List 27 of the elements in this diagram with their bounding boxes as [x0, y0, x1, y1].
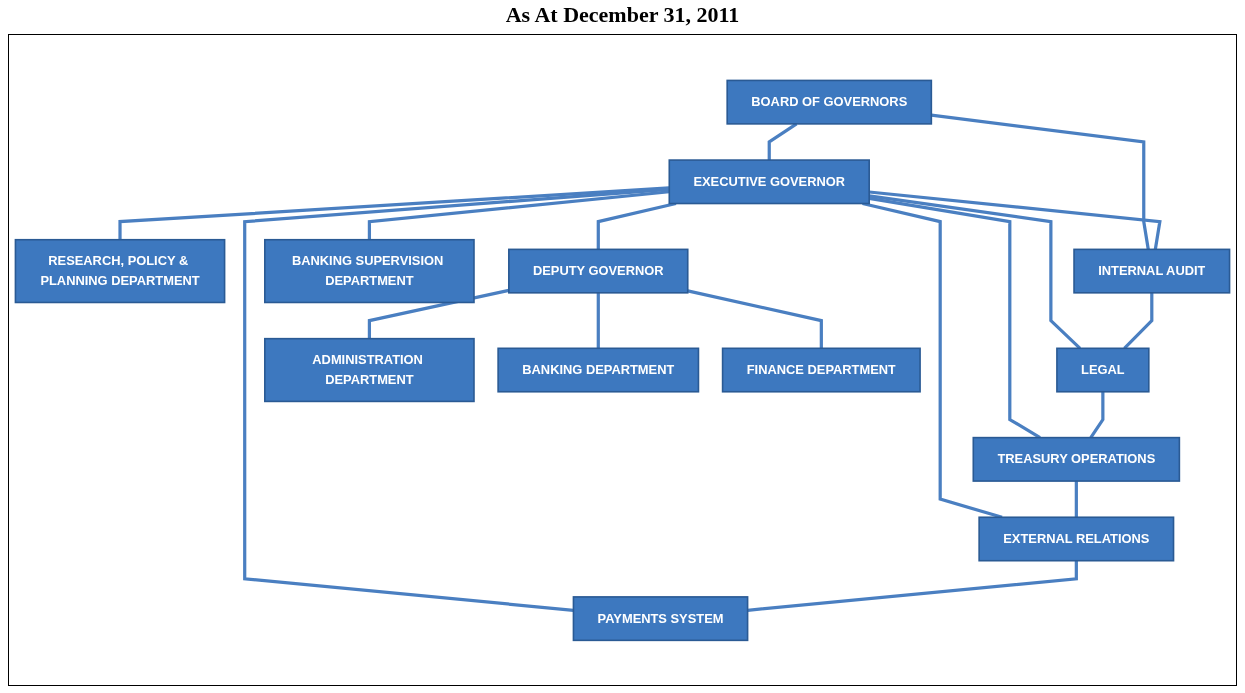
node-box: BOARD OF GOVERNORS: [726, 79, 933, 125]
connector: [596, 292, 600, 348]
connector: [767, 122, 798, 160]
connector: [367, 189, 670, 240]
node-box: LEGAL: [1056, 347, 1150, 393]
node-box: RESEARCH, POLICY & PLANNING DEPARTMENT: [14, 238, 226, 303]
connector: [1089, 391, 1105, 439]
node-box: TREASURY OPERATIONS: [972, 436, 1181, 482]
node-box: INTERNAL AUDIT: [1073, 248, 1231, 294]
node-box: BANKING DEPARTMENT: [497, 347, 700, 393]
node-box: ADMINISTRATION DEPARTMENT: [264, 337, 475, 402]
connector: [747, 560, 1078, 612]
node-box: EXECUTIVE GOVERNOR: [668, 158, 870, 204]
connector: [931, 113, 1150, 250]
chart-title: As At December 31, 2011: [504, 1, 741, 29]
node-box: FINANCE DEPARTMENT: [721, 347, 921, 393]
connector: [243, 187, 670, 612]
node-box: EXTERNAL RELATIONS: [978, 516, 1175, 562]
node-box: BANKING SUPERVISION DEPARTMENT: [264, 238, 475, 303]
connector: [596, 201, 677, 249]
connector: [1074, 480, 1078, 517]
connector: [118, 185, 670, 240]
node-box: PAYMENTS SYSTEM: [572, 595, 749, 641]
connector: [687, 288, 823, 348]
connector: [869, 190, 1162, 250]
node-box: DEPUTY GOVERNOR: [508, 248, 689, 294]
connector: [367, 288, 510, 339]
